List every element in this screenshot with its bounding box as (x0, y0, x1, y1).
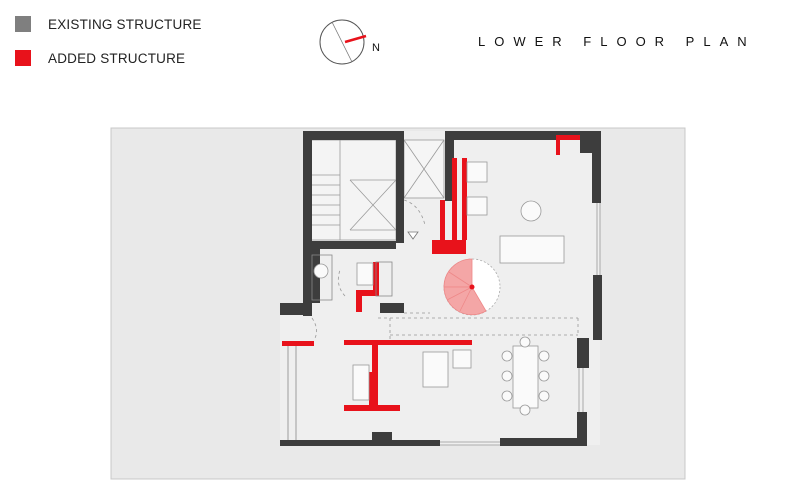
overhead-dashed-lines (311, 199, 579, 341)
furniture (313, 161, 565, 416)
legend: EXISTING STRUCTURE ADDED STRUCTURE (15, 14, 202, 82)
existing-structure-swatch (15, 16, 31, 32)
legend-item-existing: EXISTING STRUCTURE (15, 14, 202, 34)
existing-walls (280, 131, 602, 446)
legend-label-existing: EXISTING STRUCTURE (48, 16, 202, 32)
plan-title: LOWER FLOOR PLAN (478, 34, 756, 49)
windows (440, 203, 601, 446)
compass-icon (319, 19, 367, 65)
entry-arrow-icon (407, 231, 419, 240)
elevator-shaft (403, 139, 445, 199)
existing-staircase (309, 139, 397, 241)
added-structure-swatch (15, 50, 31, 66)
spiral-staircase (443, 258, 501, 316)
interior-partitions (287, 254, 393, 440)
legend-label-added: ADDED STRUCTURE (48, 50, 186, 66)
compass-north-label: N (372, 42, 380, 54)
legend-item-added: ADDED STRUCTURE (15, 48, 202, 68)
